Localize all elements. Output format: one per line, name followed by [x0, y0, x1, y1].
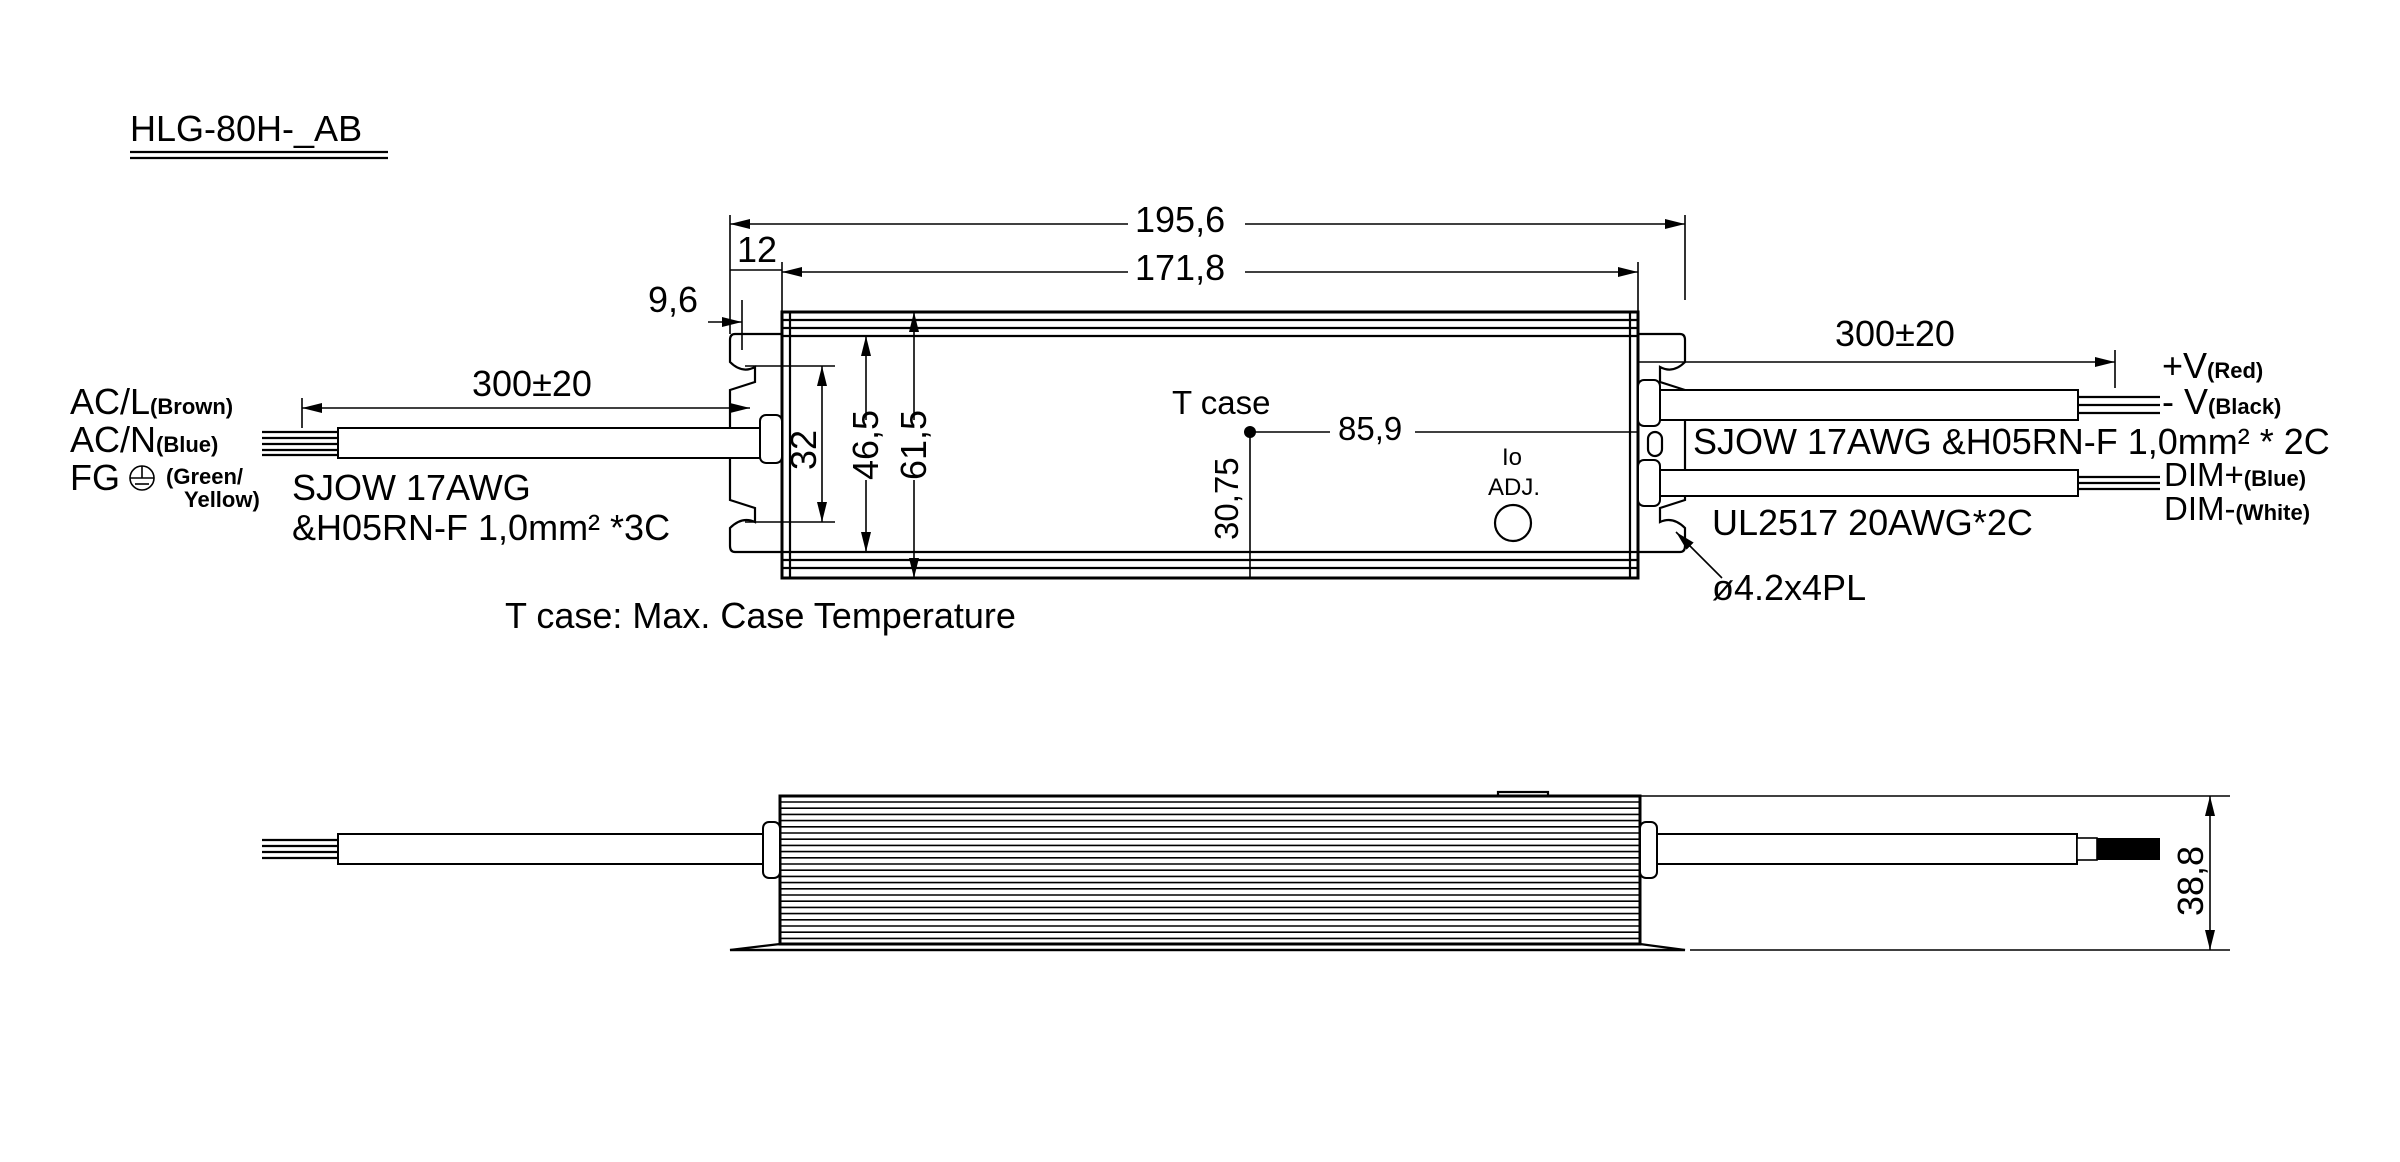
wire-acl-label: AC/L: [70, 381, 150, 422]
side-view: 38,8: [262, 790, 2230, 952]
side-output-cable: [1656, 833, 2078, 865]
hole-leader: [1675, 531, 1723, 579]
top-view: Io ADJ. T case 85,9 30,75 195,6 171,8 12…: [262, 199, 2330, 636]
right-cable-spec-2: UL2517 20AWG*2C: [1712, 502, 2033, 543]
svg-text:+V(Red): +V(Red): [2162, 345, 2263, 386]
io-label: Io: [1502, 444, 1522, 471]
svg-text:AC/N(Blue): AC/N(Blue): [70, 419, 218, 460]
wire-acl-color: (Brown): [150, 394, 233, 419]
tcase-label: T case: [1172, 384, 1270, 421]
dim-height: 38,8: [2170, 846, 2211, 916]
svg-text:DIM-(White): DIM-(White): [2164, 490, 2310, 527]
side-input-cable: [337, 833, 764, 865]
wire-fg-color-1: (Green/: [166, 464, 243, 489]
output-cable: [1659, 389, 2079, 421]
side-output-wire-ends: [2076, 837, 2160, 861]
input-wire-labels: AC/L(Brown) AC/N(Blue) FG (Green/ Yellow…: [70, 381, 260, 512]
dim-tab: 12: [737, 229, 777, 270]
io-adj-potentiometer: [1493, 503, 1533, 543]
connector-slot: [1646, 430, 1664, 458]
dim-overall-length: 195,6: [1135, 199, 1225, 240]
wire-acn-label: AC/N: [70, 419, 156, 460]
svg-text:AC/L(Brown): AC/L(Brown): [70, 381, 233, 422]
wire-vminus-color: (Black): [2208, 394, 2281, 419]
adj-label: ADJ.: [1488, 474, 1540, 501]
cable-gland-left: [759, 414, 783, 464]
side-gland-left: [762, 821, 781, 879]
dim-cable: [1659, 469, 2079, 497]
wire-vplus-color: (Red): [2207, 358, 2263, 383]
dim-tcase-y: 30,75: [1208, 457, 1245, 540]
side-top-bump: [1496, 790, 1550, 798]
wire-vminus-label: - V: [2162, 381, 2208, 422]
dim-body-length: 171,8: [1135, 247, 1225, 288]
input-cable: [337, 427, 761, 459]
wire-vplus-label: +V: [2162, 345, 2207, 386]
title-block: HLG-80H-_AB: [130, 108, 388, 160]
wire-dimplus-label: DIM+: [2164, 456, 2244, 493]
hole-callout: ø4.2x4PL: [1712, 567, 1866, 608]
svg-text:DIM+(Blue): DIM+(Blue): [2164, 456, 2306, 493]
wire-fg-color-2: Yellow): [184, 487, 260, 512]
dim-wire-left: 300±20: [472, 363, 592, 404]
dim-inner-width: 46,5: [845, 410, 886, 480]
left-cable-spec-1: SJOW 17AWG: [292, 467, 531, 508]
dim-outer-width: 61,5: [893, 410, 934, 480]
left-cable-spec-2: &H05RN-F 1,0mm² *3C: [292, 507, 670, 548]
model-title: HLG-80H-_AB: [130, 108, 362, 149]
svg-text:- V(Black): - V(Black): [2162, 381, 2281, 422]
wire-acn-color: (Blue): [156, 432, 218, 457]
side-input-wire-ends: [262, 838, 338, 860]
ground-icon: [129, 465, 155, 491]
dim-hole-offset: 9,6: [648, 279, 698, 320]
wire-fg-label: FG: [70, 457, 120, 498]
wire-dimminus-color: (White): [2235, 500, 2310, 525]
cooling-fins: [780, 801, 1640, 940]
dim-hole-spacing: 32: [783, 430, 824, 470]
wire-dimplus-color: (Blue): [2244, 466, 2306, 491]
cable-gland-right-top: [1637, 379, 1661, 427]
cable-gland-right-bottom: [1637, 459, 1661, 507]
side-gland-right: [1639, 821, 1658, 879]
output-wire-labels: +V(Red) - V(Black) DIM+(Blue) DIM-(White…: [2162, 345, 2310, 527]
output-wire-ends: [2078, 395, 2160, 491]
dim-tcase-x: 85,9: [1338, 410, 1402, 447]
wire-dimminus-label: DIM-: [2164, 490, 2235, 527]
input-wire-ends: [262, 430, 338, 457]
dim-wire-right: 300±20: [1835, 313, 1955, 354]
right-cable-spec-1: SJOW 17AWG &H05RN-F 1,0mm² * 2C: [1693, 421, 2330, 462]
tcase-note: T case: Max. Case Temperature: [505, 595, 1016, 636]
